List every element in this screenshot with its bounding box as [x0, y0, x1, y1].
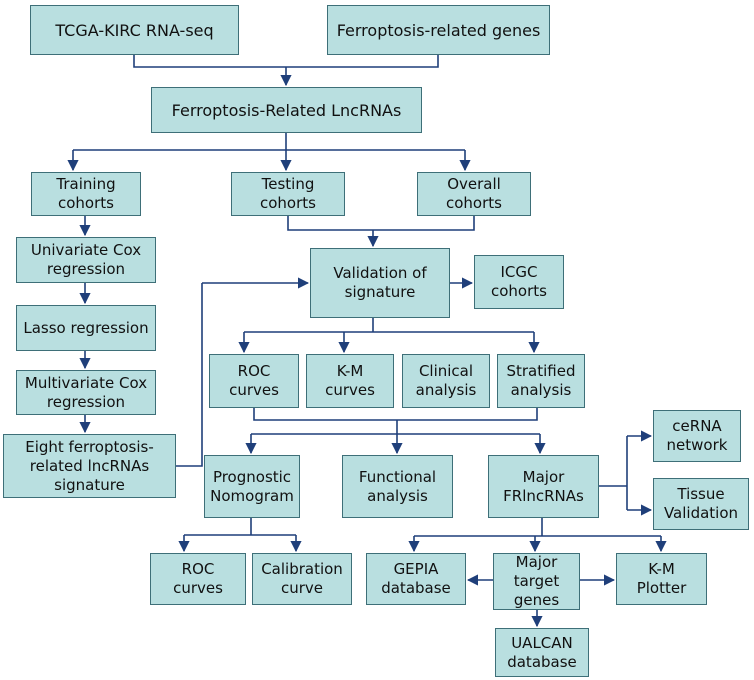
- km-curves-box: K-M curves: [306, 354, 394, 408]
- testing-cohorts-box: Testing cohorts: [231, 172, 345, 216]
- km-plotter-box: K-M Plotter: [616, 553, 707, 605]
- connector: [133, 55, 439, 68]
- connector: [176, 283, 203, 467]
- icgc-cohorts-box: ICGC cohorts: [474, 255, 564, 309]
- stratified-analysis-box: Stratified analysis: [497, 354, 585, 408]
- connector: [287, 216, 475, 231]
- major-frlncrnas-box: Major FRlncRNAs: [488, 455, 599, 518]
- eight-signature-box: Eight ferroptosis- related lncRNAs signa…: [3, 434, 176, 498]
- major-target-genes-box: Major target genes: [493, 553, 580, 610]
- calibration-curve-box: Calibration curve: [252, 553, 352, 605]
- cerna-network-box: ceRNA network: [653, 410, 741, 462]
- ferroptosis-lncrnas-box: Ferroptosis-Related LncRNAs: [151, 87, 422, 133]
- lasso-regression-box: Lasso regression: [16, 305, 156, 351]
- gepia-database-box: GEPIA database: [366, 553, 466, 605]
- validation-signature-box: Validation of signature: [310, 248, 450, 318]
- multivariate-cox-box: Multivariate Cox regression: [16, 370, 156, 415]
- overall-cohorts-box: Overall cohorts: [417, 172, 531, 216]
- ferroptosis-genes-box: Ferroptosis-related genes: [327, 5, 550, 55]
- functional-analysis-box: Functional analysis: [342, 455, 453, 518]
- univariate-cox-box: Univariate Cox regression: [16, 237, 156, 283]
- training-cohorts-box: Training cohorts: [31, 172, 141, 216]
- tcga-kirc-box: TCGA-KIRC RNA-seq: [30, 5, 239, 55]
- roc-curves-box: ROC curves: [209, 354, 299, 408]
- prognostic-nomogram-box: Prognostic Nomogram: [204, 455, 300, 518]
- connector: [253, 408, 538, 421]
- clinical-analysis-box: Clinical analysis: [402, 354, 490, 408]
- ualcan-database-box: UALCAN database: [495, 628, 589, 677]
- roc-curves-nomogram-box: ROC curves: [150, 553, 246, 605]
- tissue-validation-box: Tissue Validation: [653, 478, 749, 530]
